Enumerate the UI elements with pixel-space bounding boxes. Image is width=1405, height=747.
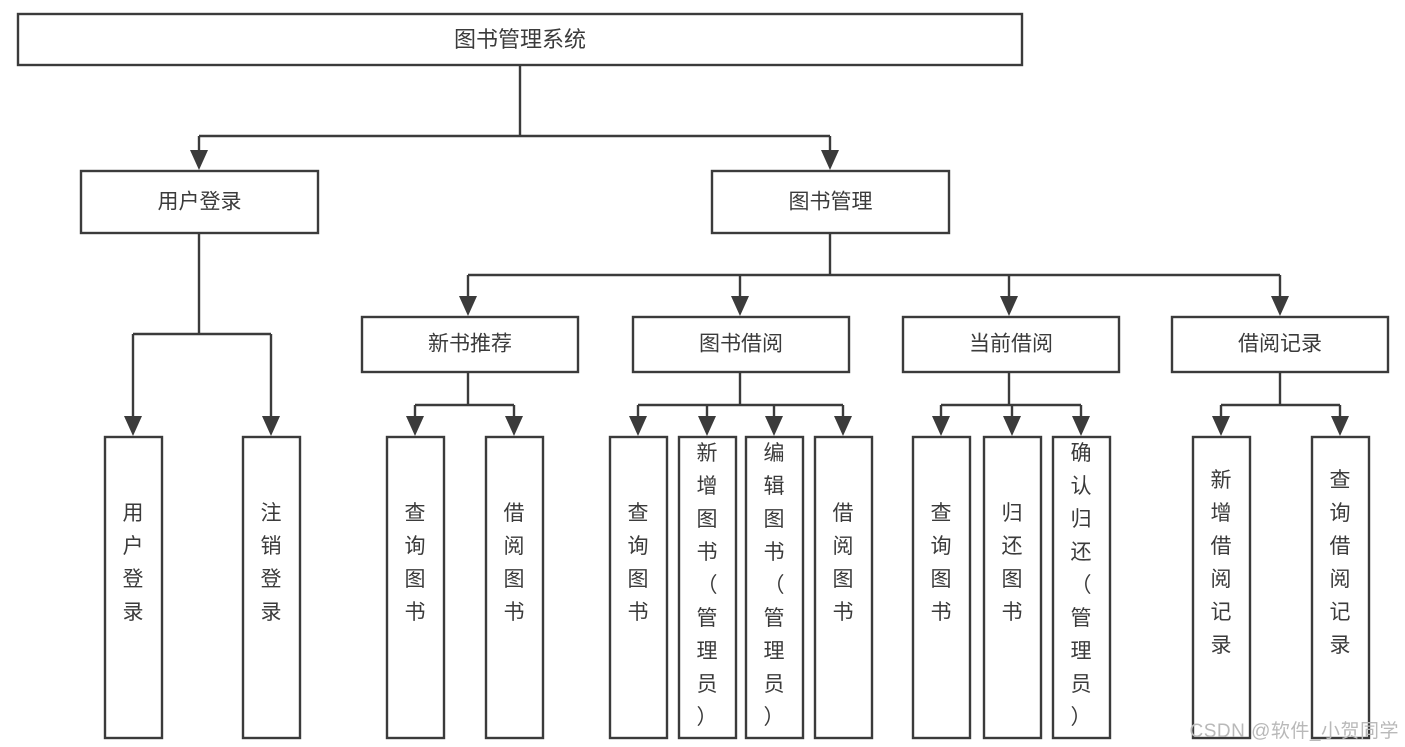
- leaf-borrow-borrow-box[interactable]: [813, 435, 874, 740]
- leaf-current-return-box[interactable]: [982, 435, 1043, 740]
- leaf-borrow-add-box[interactable]: [677, 435, 738, 740]
- leaf-newbook-query-box[interactable]: [385, 435, 446, 740]
- leaf-record-add-label: 新增借阅记录: [1211, 469, 1232, 657]
- leaf-borrow-query-box[interactable]: [608, 435, 669, 740]
- arrow-bookmgmt-to-current: [1000, 296, 1018, 316]
- node-root-label: 图书管理系统: [454, 27, 586, 52]
- node-current-borrow[interactable]: 当前借阅: [901, 315, 1121, 374]
- leaf-current-return-label: 归还图书: [1002, 502, 1023, 624]
- arrow-bookmgmt-to-newbook: [459, 296, 477, 316]
- leaf-user-login-logout-box[interactable]: [241, 435, 302, 740]
- arrow-bookmgmt-to-record: [1271, 296, 1289, 316]
- leaf-borrow-edit-label: 编辑图书（管理员）: [764, 442, 785, 729]
- arrow-record-to-leaf2: [1331, 416, 1349, 436]
- leaf-newbook-query[interactable]: 查询图书: [385, 435, 446, 740]
- node-root-box[interactable]: [16, 12, 1024, 67]
- node-book-management-label: 图书管理: [789, 191, 873, 214]
- node-borrow-record-label: 借阅记录: [1238, 333, 1322, 356]
- node-new-book-recommend-label: 新书推荐: [428, 333, 512, 356]
- arrow-userlogin-to-leaf1: [124, 416, 142, 436]
- leaf-newbook-borrow-label: 借阅图书: [504, 502, 525, 624]
- leaf-current-return[interactable]: 归还图书: [982, 435, 1043, 740]
- node-user-login[interactable]: 用户登录: [79, 169, 320, 235]
- leaf-newbook-query-label: 查询图书: [405, 502, 426, 624]
- leaf-current-confirm-return-label: 确认归还（管理员）: [1071, 442, 1092, 729]
- leaf-current-confirm-return-box[interactable]: [1051, 435, 1112, 740]
- arrow-record-to-leaf1: [1212, 416, 1230, 436]
- arrow-current-to-leaf3: [1072, 416, 1090, 436]
- arrow-userlogin-to-leaf2: [262, 416, 280, 436]
- leaf-user-login-login-label: 用户登录: [123, 502, 144, 624]
- leaf-current-confirm-return[interactable]: 确认归还（管理员）: [1051, 435, 1112, 740]
- arrow-root-to-user-login: [190, 150, 208, 170]
- leaf-user-login-login-box[interactable]: [103, 435, 164, 740]
- leaf-user-login-logout-label: 注销登录: [261, 502, 282, 624]
- leaf-borrow-edit-box[interactable]: [744, 435, 805, 740]
- leaf-borrow-borrow[interactable]: 借阅图书: [813, 435, 874, 740]
- arrow-borrow-to-leaf4: [834, 416, 852, 436]
- leaf-user-login-logout[interactable]: 注销登录: [241, 435, 302, 740]
- node-book-borrow[interactable]: 图书借阅: [631, 315, 851, 374]
- node-new-book-recommend[interactable]: 新书推荐: [360, 315, 580, 374]
- leaf-newbook-borrow[interactable]: 借阅图书: [484, 435, 545, 740]
- node-current-borrow-box[interactable]: [901, 315, 1121, 374]
- node-root[interactable]: 图书管理系统: [16, 12, 1024, 67]
- node-current-borrow-label: 当前借阅: [969, 333, 1053, 356]
- arrow-bookmgmt-to-borrow: [731, 296, 749, 316]
- leaf-record-query-label: 查询借阅记录: [1330, 469, 1351, 657]
- leaf-record-query-box[interactable]: [1310, 435, 1371, 740]
- leaf-borrow-query[interactable]: 查询图书: [608, 435, 669, 740]
- node-user-login-box[interactable]: [79, 169, 320, 235]
- node-user-login-label: 用户登录: [158, 191, 242, 214]
- leaf-record-add-box[interactable]: [1191, 435, 1252, 740]
- arrow-newbook-to-leaf1: [406, 416, 424, 436]
- connector-layer: [124, 65, 1349, 436]
- node-book-borrow-label: 图书借阅: [699, 333, 783, 356]
- node-borrow-record-box[interactable]: [1170, 315, 1390, 374]
- leaf-record-query[interactable]: 查询借阅记录: [1310, 435, 1371, 740]
- node-borrow-record[interactable]: 借阅记录: [1170, 315, 1390, 374]
- arrow-borrow-to-leaf3: [765, 416, 783, 436]
- arrow-root-to-book-mgmt: [821, 150, 839, 170]
- leaf-current-query-box[interactable]: [911, 435, 972, 740]
- leaf-current-query[interactable]: 查询图书: [911, 435, 972, 740]
- leaf-borrow-add[interactable]: 新增图书（管理员）: [677, 435, 738, 740]
- leaf-borrow-add-label: 新增图书（管理员）: [697, 442, 718, 729]
- arrow-borrow-to-leaf1: [629, 416, 647, 436]
- node-new-book-recommend-box[interactable]: [360, 315, 580, 374]
- node-book-borrow-box[interactable]: [631, 315, 851, 374]
- leaf-user-login-login[interactable]: 用户登录: [103, 435, 164, 740]
- leaf-newbook-borrow-box[interactable]: [484, 435, 545, 740]
- leaf-current-query-label: 查询图书: [931, 502, 952, 624]
- node-book-management[interactable]: 图书管理: [710, 169, 951, 235]
- arrow-current-to-leaf2: [1003, 416, 1021, 436]
- leaf-borrow-query-label: 查询图书: [628, 502, 649, 624]
- leaf-borrow-edit[interactable]: 编辑图书（管理员）: [744, 435, 805, 740]
- arrow-newbook-to-leaf2: [505, 416, 523, 436]
- leaf-record-add[interactable]: 新增借阅记录: [1191, 435, 1252, 740]
- leaf-borrow-borrow-label: 借阅图书: [833, 502, 854, 624]
- arrow-current-to-leaf1: [932, 416, 950, 436]
- arrow-borrow-to-leaf2: [698, 416, 716, 436]
- node-book-management-box[interactable]: [710, 169, 951, 235]
